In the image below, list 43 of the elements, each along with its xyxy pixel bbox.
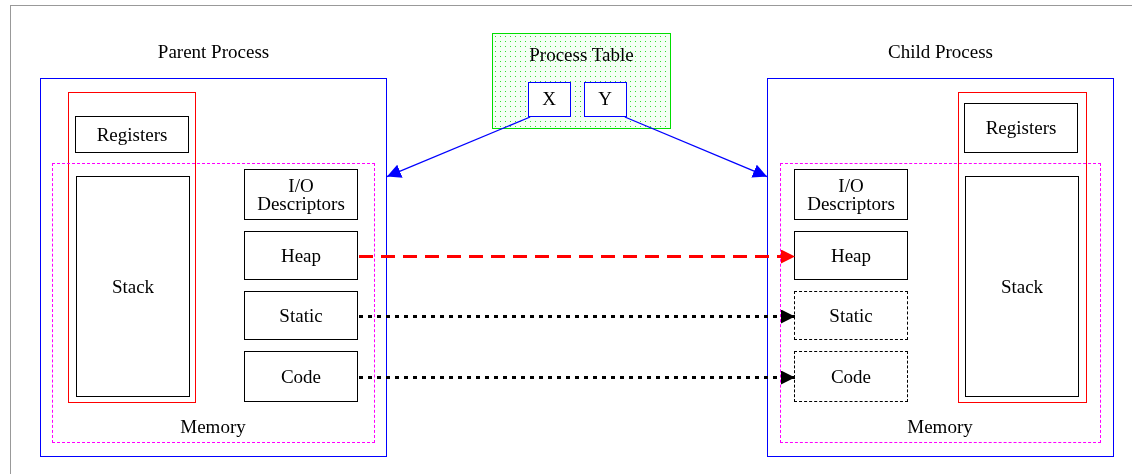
- entry-box: [583, 81, 627, 117]
- segment-box: [965, 176, 1079, 397]
- segment-box: [244, 169, 358, 220]
- box-label: Code: [829, 367, 873, 386]
- segment-box: [244, 291, 358, 340]
- arrow: [359, 370, 795, 385]
- box-label: Process Table: [528, 46, 635, 64]
- segment-box: [244, 231, 358, 280]
- box-label: Memory: [179, 417, 247, 436]
- box-heading: Parent Process: [156, 43, 271, 61]
- segment-box: [75, 116, 189, 153]
- memory-region: [779, 162, 1101, 443]
- arrow: [386, 116, 531, 178]
- box-label: Stack: [110, 277, 156, 296]
- entry-box: [527, 81, 571, 117]
- segment-box: [794, 291, 908, 340]
- box-label: Code: [279, 367, 323, 386]
- segment-box: [794, 351, 908, 402]
- segment-box: [244, 351, 358, 402]
- box-label: Static: [828, 306, 874, 325]
- box-label: Heap: [279, 246, 323, 265]
- box-label: Registers: [95, 125, 169, 144]
- arrow: [624, 116, 768, 178]
- box-label: Stack: [999, 277, 1045, 296]
- group-box: [957, 91, 1087, 403]
- segment-box: [76, 176, 190, 397]
- box-label: Heap: [829, 246, 873, 265]
- box-label: I/O Descriptors: [806, 176, 896, 213]
- segment-box: [964, 103, 1078, 153]
- group-box: [67, 91, 196, 403]
- segment-box: [794, 169, 908, 220]
- memory-region: [51, 162, 375, 443]
- box-label: Static: [278, 306, 324, 325]
- box-label: Memory: [906, 417, 974, 436]
- arrow: [359, 309, 795, 324]
- box-label: Y: [597, 90, 613, 108]
- arrow: [359, 249, 795, 264]
- box-label: Registers: [984, 119, 1058, 137]
- process-table-box: [492, 33, 671, 129]
- box-label: X: [541, 90, 557, 108]
- box-heading: Child Process: [887, 43, 994, 61]
- box-label: I/O Descriptors: [256, 176, 346, 213]
- segment-box: [794, 231, 908, 280]
